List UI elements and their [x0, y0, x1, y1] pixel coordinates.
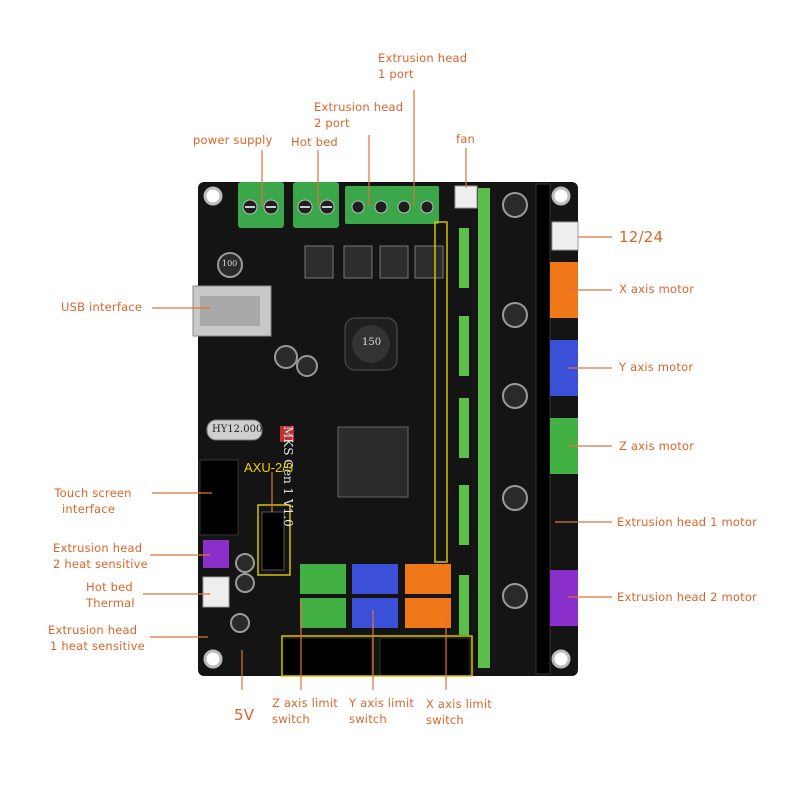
power-12-24-connector — [551, 221, 579, 251]
label-z-axis-motor: Z axis motor — [619, 439, 695, 453]
mounting-holes — [203, 186, 571, 669]
label-extrusion-head-1-motor: Extrusion head 1 motor — [617, 515, 758, 529]
label-power-supply: power supply — [193, 133, 273, 147]
label-extrusion-head-2-motor: Extrusion head 2 motor — [617, 590, 758, 604]
label-usb-interface: USB interface — [61, 300, 143, 314]
hotbed-terminal — [293, 182, 339, 228]
board-model-silk: MKS Gen 1 V1.0 — [281, 426, 295, 527]
power-terminal — [238, 182, 284, 228]
inductor-mark: 150 — [362, 337, 382, 348]
e2-thermistor-connector — [203, 540, 229, 568]
hotbed-thermistor-connector — [202, 576, 230, 608]
limit-switch-connectors — [300, 564, 451, 628]
extruder-terminal — [345, 186, 439, 224]
female-headers — [199, 183, 551, 677]
label-fan: fan — [456, 132, 475, 146]
aux-header — [261, 511, 285, 571]
e2-motor-connector — [550, 570, 578, 626]
reset-button — [280, 426, 294, 442]
label-hot-bed: Hot bed — [291, 135, 338, 149]
cap-mark: 100 — [222, 259, 238, 268]
callout-lines — [143, 90, 612, 690]
crystal-mark: HY12.000 — [212, 424, 263, 435]
driver-headers — [459, 188, 490, 668]
fan-connector — [454, 185, 478, 209]
capacitors — [217, 192, 528, 633]
mcu-chip — [337, 426, 409, 498]
silk-outlines — [257, 221, 473, 677]
axu-silk-label: AXU-2/3 — [244, 460, 294, 475]
mosfets — [304, 245, 444, 279]
label-5v: 5V — [234, 706, 255, 724]
crystal — [206, 419, 263, 441]
label-x-axis-motor: X axis motor — [619, 282, 695, 296]
label-y-axis-motor: Y axis motor — [619, 360, 694, 374]
label-12-24: 12/24 — [619, 228, 664, 246]
